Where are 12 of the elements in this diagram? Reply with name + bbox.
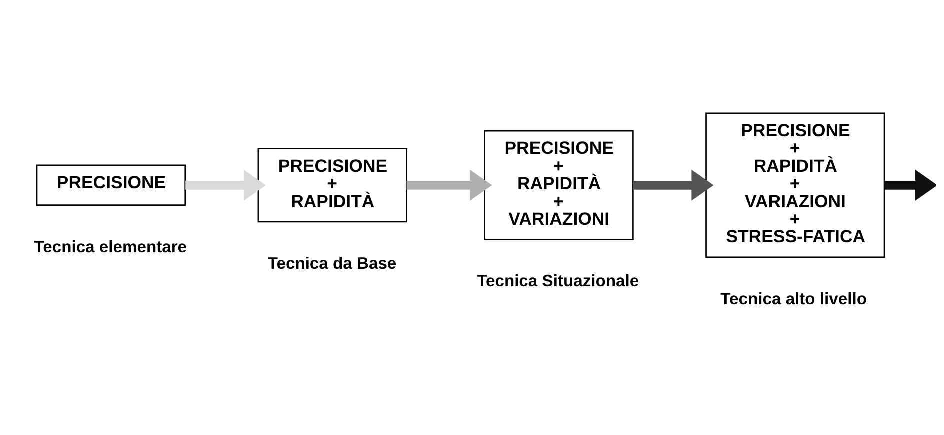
arrow [884,170,936,201]
node-label: Tecnica elementare [34,237,187,256]
node-box: PRECISIONE [36,164,186,206]
node-label: Tecnica da Base [267,254,396,273]
node-box: PRECISIONE + RAPIDITÀ [257,148,407,223]
node-box: PRECISIONE + RAPIDITÀ + VARIAZIONI [484,130,634,240]
node-label: Tecnica alto livello [720,289,866,308]
arrow [632,170,714,201]
node-label: Tecnica Situazionale [476,272,639,291]
arrow [185,170,266,201]
arrow [406,170,492,201]
node-box: PRECISIONE + RAPIDITÀ + VARIAZIONI + STRESS-FATICA [705,112,885,258]
